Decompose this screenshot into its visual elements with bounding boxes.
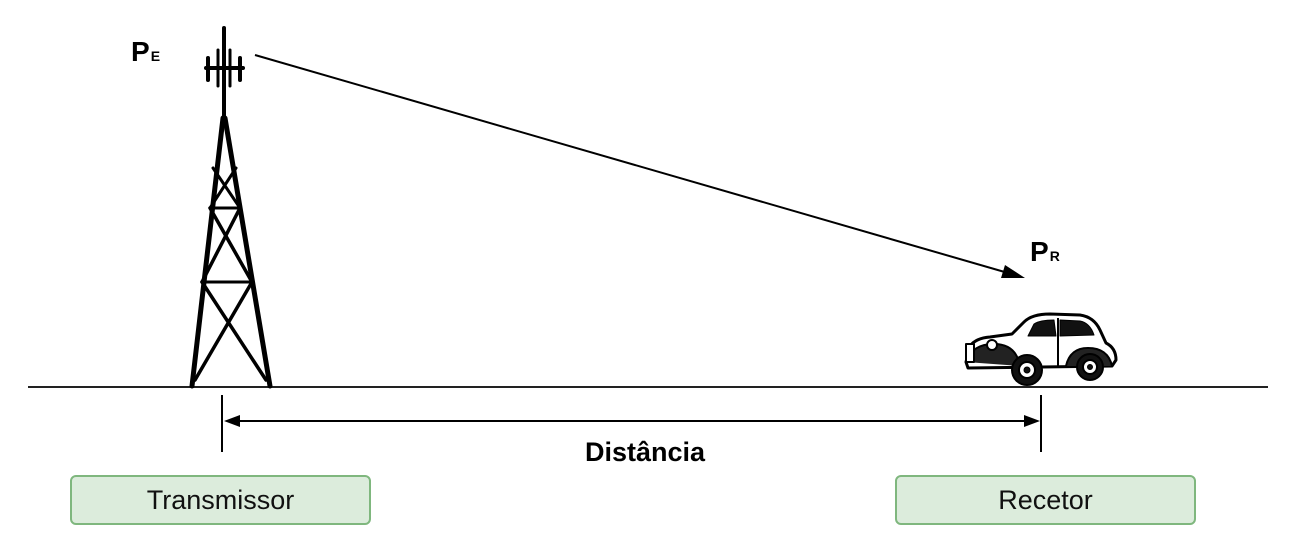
transmitter-box: Transmissor (70, 475, 371, 525)
transmitted-power-symbol: P (131, 36, 150, 67)
distance-dimension (221, 395, 1042, 452)
distance-label: Distância (584, 437, 706, 467)
received-power-symbol: P (1030, 236, 1049, 267)
transmitted-power-label: PE (131, 38, 160, 66)
transmitter-label: Transmissor (146, 484, 295, 515)
car-icon (964, 312, 1118, 386)
receiver-box: Recetor (895, 475, 1196, 525)
received-power-label: PR (1030, 238, 1060, 266)
received-power-subscript: R (1049, 248, 1060, 264)
receiver-label: Recetor (998, 484, 1093, 515)
signal-arrow (254, 54, 1025, 278)
transmission-tower-icon (189, 26, 273, 389)
transmitted-power-subscript: E (150, 48, 161, 64)
